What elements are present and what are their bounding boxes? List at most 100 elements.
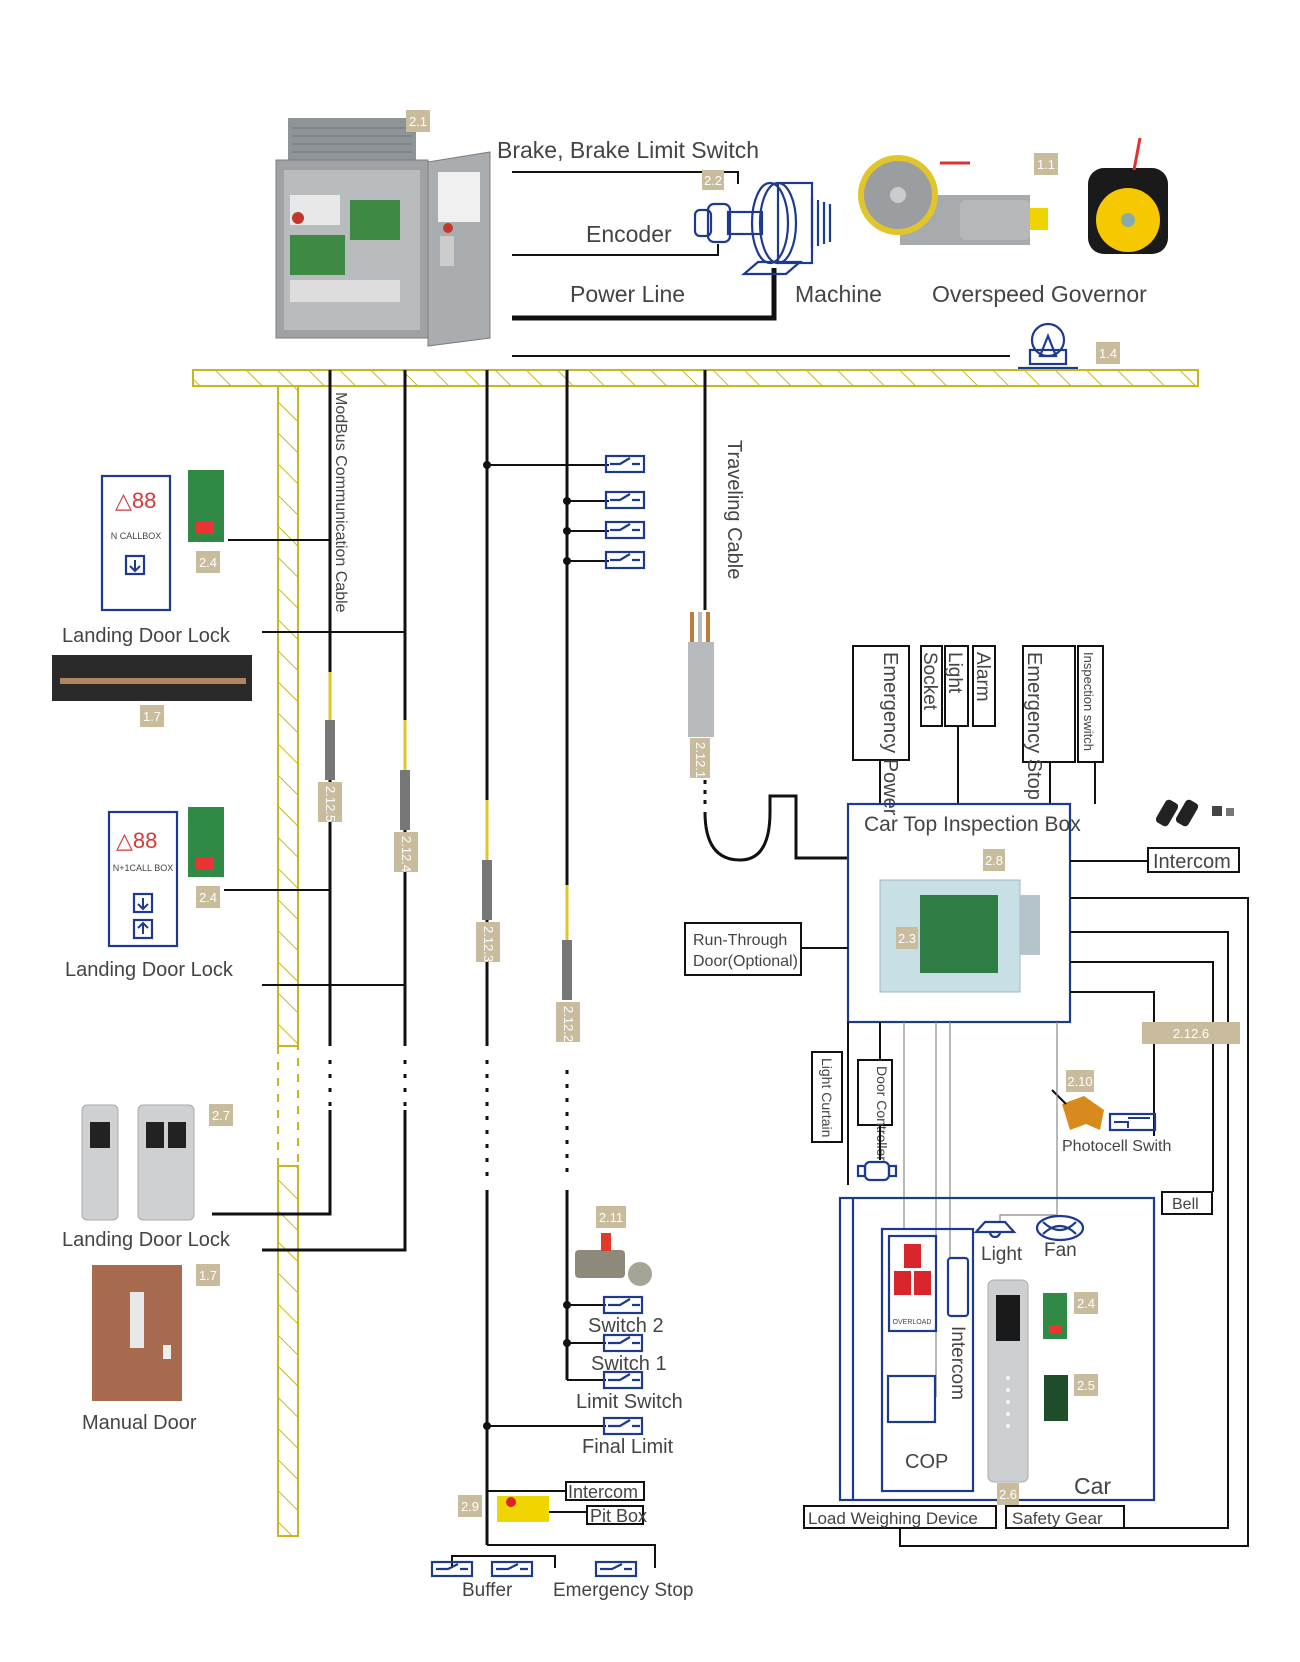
run-through-label: Run-Through	[693, 932, 787, 949]
car-keypad-board-image	[1044, 1375, 1068, 1421]
svg-text:2.2: 2.2	[704, 173, 722, 188]
tag-car-keypad: 2.5	[1074, 1374, 1098, 1396]
motor-schematic-icon	[693, 181, 832, 276]
switch-icon	[602, 1416, 644, 1436]
final-limit-label: Final Limit	[582, 1436, 674, 1458]
buffer-switch-icon	[490, 1560, 534, 1578]
svg-text:1.4: 1.4	[1099, 346, 1117, 361]
cop-faceplate-image	[987, 1279, 1029, 1483]
light-curtain-label: Light Curtain	[819, 1058, 835, 1137]
car-display-digit	[1049, 1325, 1061, 1333]
switch-icon	[604, 550, 646, 570]
machine-label: Machine	[795, 281, 882, 307]
governor-label: Overspeed Governor	[932, 281, 1147, 307]
svg-text:2.12.5: 2.12.5	[323, 786, 338, 822]
door-controller-label: Door Controller	[874, 1066, 890, 1161]
pit-limit-switches	[483, 1295, 644, 1436]
overload-indicator-icon	[904, 1244, 921, 1268]
svg-text:1.7: 1.7	[199, 1268, 217, 1283]
up-button-icon	[132, 918, 154, 940]
svg-text:2.4: 2.4	[1077, 1296, 1095, 1311]
svg-text:1.1: 1.1	[1037, 157, 1055, 172]
switch-icon	[604, 454, 646, 474]
landing-n-plus-1: △88 N+1CALL BOX 2.4 Landing Door Lock	[65, 807, 405, 986]
pit-box: 2.9 Intercom Pit Box	[458, 1481, 647, 1526]
svg-text:Car Top Inspection Box: Car Top Inspection Box	[864, 813, 1081, 836]
tag-cop: 2.6	[997, 1483, 1019, 1505]
svg-text:2.12.6: 2.12.6	[1173, 1026, 1209, 1041]
power-line-label: Power Line	[570, 281, 685, 307]
car-fan-label: Fan	[1044, 1240, 1077, 1261]
car-thin-wires	[903, 1022, 1058, 1397]
buffer-label: Buffer	[462, 1580, 513, 1601]
car-label: Car	[1074, 1473, 1111, 1499]
run-through-label-2: Door(Optional)	[693, 953, 798, 970]
n-plus-1-callbox	[107, 810, 179, 948]
photocell: 2.10 Photocell Swith	[1051, 1070, 1171, 1155]
intercom-box	[1147, 847, 1240, 873]
cable-2-12-5: 2.12.5	[318, 672, 342, 822]
tag-2-12-6: 2.12.6	[1142, 1022, 1240, 1044]
shaft-wall	[277, 385, 299, 1537]
load-weighing-box	[803, 1505, 997, 1529]
floor-display-icon: △88	[115, 488, 156, 513]
svg-text:2.11: 2.11	[599, 1210, 623, 1225]
intercom-speaker-icon	[946, 1256, 970, 1318]
emergency-stop-label: Emergency Stop	[553, 1580, 693, 1601]
svg-text:2.1: 2.1	[409, 114, 427, 129]
traveling-cable-label: Traveling Cable	[723, 440, 745, 579]
governor-icon	[1018, 322, 1078, 370]
landing-bottom: 2.7 Landing Door Lock 1.7 Manual Door	[62, 1104, 233, 1434]
safety-gear-box	[1005, 1505, 1125, 1529]
tag-machine: 1.1	[1034, 153, 1058, 175]
switch-icon	[604, 490, 646, 510]
brake-wire	[512, 171, 739, 184]
car-light-label: Light	[981, 1244, 1023, 1265]
landing-n: △88 N CALLBOX 2.4 Landing Door Lock 1.7	[52, 470, 405, 727]
car-right-wires	[899, 897, 1249, 1547]
svg-text:2.12.1: 2.12.1	[693, 742, 708, 778]
svg-text:Socket: Socket	[919, 652, 940, 711]
svg-text:1.7: 1.7	[143, 709, 161, 724]
svg-text:2.6: 2.6	[999, 1487, 1017, 1502]
emergency-stop-switch-icon	[594, 1560, 638, 1578]
switch-1-label: Switch 1	[591, 1353, 667, 1375]
door-motor-icon	[856, 1160, 898, 1182]
car-top-boxes: Emergency Power Socket Light Alarm Emerg…	[852, 645, 1104, 816]
switch-icon	[604, 520, 646, 540]
svg-text:Light: Light	[944, 652, 965, 694]
svg-text:Photocell Swith: Photocell Swith	[1062, 1138, 1171, 1155]
bell-box	[1161, 1191, 1213, 1215]
svg-text:2.10: 2.10	[1067, 1074, 1092, 1089]
n-callbox	[100, 474, 172, 612]
car-intercom-label: Intercom	[947, 1326, 968, 1400]
down-button-icon	[124, 554, 146, 576]
switch-icon	[602, 1295, 644, 1315]
pit-box-label: Pit Box	[590, 1506, 647, 1526]
geared-machine-image	[858, 155, 1048, 245]
car-light-icon	[973, 1220, 1017, 1239]
svg-text:2.4: 2.4	[199, 890, 217, 905]
svg-text:Emergency Power: Emergency Power	[879, 652, 901, 816]
light-curtain-box	[811, 1051, 843, 1143]
cable-2-12-3: 2.12.3	[476, 800, 500, 962]
svg-text:2.5: 2.5	[1077, 1378, 1095, 1393]
buffer-estop: Buffer Emergency Stop	[430, 1544, 693, 1601]
landing-door-lock-label: Landing Door Lock	[62, 625, 231, 647]
tag-governor: 1.4	[1096, 342, 1120, 364]
switch-icon	[602, 1333, 644, 1353]
intercom-handset-image	[1155, 799, 1234, 827]
svg-text:2.12.3: 2.12.3	[481, 926, 496, 962]
switch-icon	[602, 1370, 644, 1390]
tag-controller: 2.1	[406, 110, 430, 132]
brake-label: Brake, Brake Limit Switch	[497, 137, 759, 163]
power-line-wire	[512, 268, 777, 321]
encoder-wire	[512, 244, 719, 256]
intercom-label: Intercom	[1153, 851, 1231, 873]
encoder-label: Encoder	[586, 221, 672, 247]
cop-panel: OVERLOAD Intercom COP	[880, 1227, 975, 1493]
run-through-door-box	[684, 922, 802, 976]
gearless-machine-image	[1088, 137, 1168, 254]
car-top-inspection-box: Car Top Inspection Box 2.8 2.3	[846, 802, 1081, 1024]
car-fan-icon	[1035, 1214, 1085, 1242]
